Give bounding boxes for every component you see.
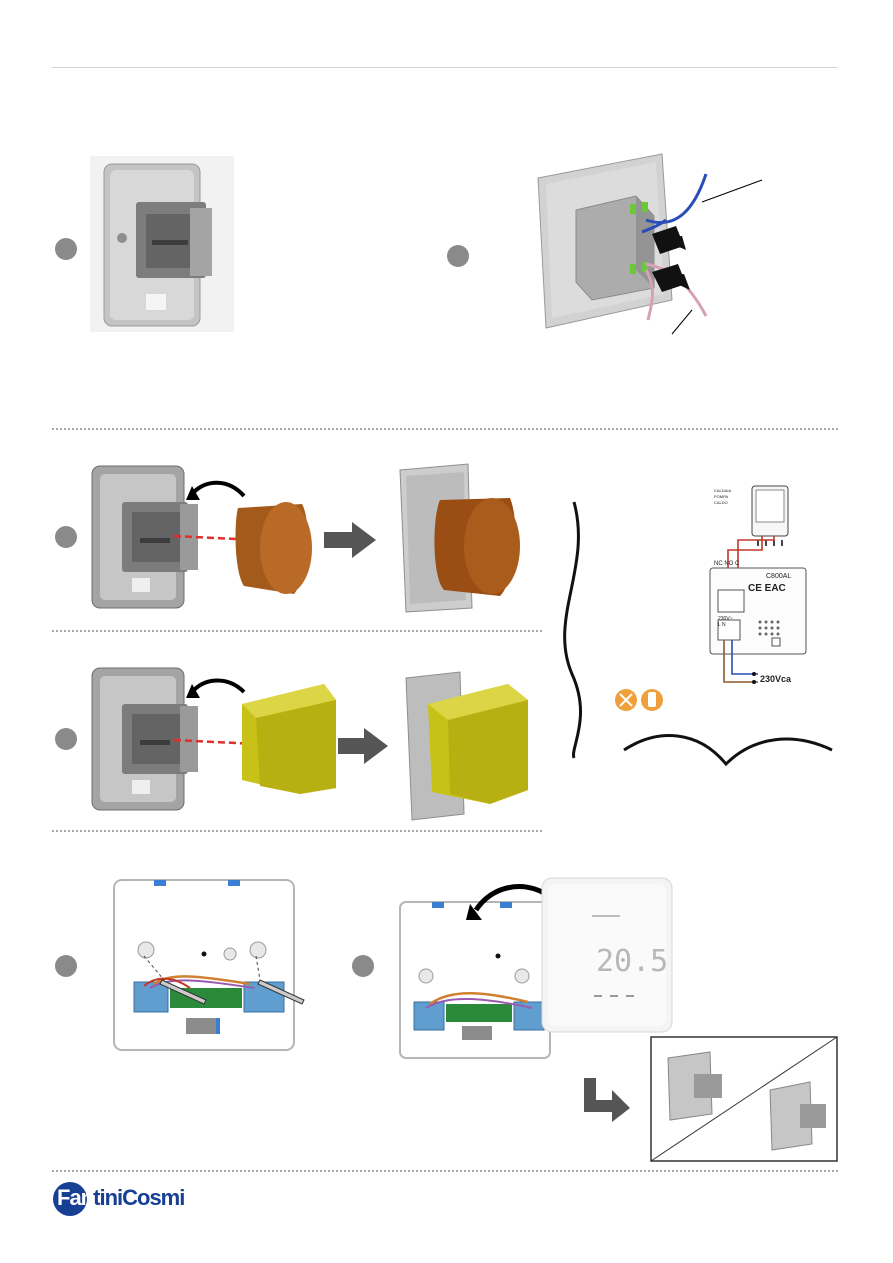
section-divider-2 [52,630,542,632]
step-marker-3 [55,526,77,548]
step-marker-4 [55,728,77,750]
backplate-with-wood-adapter [91,463,520,613]
wiring-diagram [563,485,833,767]
corner-arrow-icon [584,1078,630,1122]
brand-logo: FantiniCosmi [57,1185,185,1211]
backplate-module-photo-1 [90,156,234,332]
boiler-label-3: CALDO [714,500,728,505]
section-divider-3 [52,830,542,832]
device-model-label: C800AL [766,573,792,580]
step-marker-2 [447,245,469,267]
top-rule [52,67,838,68]
brand-logo-circle [53,1182,87,1216]
brand-part-1: Fan [57,1185,94,1210]
orientation-box [650,1036,838,1162]
boiler-label-1: CALDAIA [714,488,732,493]
supply-voltage-label: 230Vca [760,674,792,684]
cert-marks: CE EAC [748,583,786,594]
step-marker-1 [55,238,77,260]
backplate-with-box-adapter [91,667,528,821]
step-marker-5 [55,955,77,977]
section-divider-4 [52,1170,838,1172]
step-marker-6 [352,955,374,977]
module-wiring-photo-2 [537,153,763,335]
backplate-wiring-screws [113,879,305,1051]
supply-block-label: 230V~ [718,616,733,622]
brand-part-2: tiniCosmi [93,1185,185,1210]
section-divider-1 [52,428,838,430]
boiler-label-2: POMPA [714,494,729,499]
relay-terminals-label: NC NO C [714,561,740,567]
thermostat-temperature: 20.5 [596,944,669,979]
supply-terminals-label: L N [718,622,726,628]
thermostat-mounting [399,877,673,1059]
